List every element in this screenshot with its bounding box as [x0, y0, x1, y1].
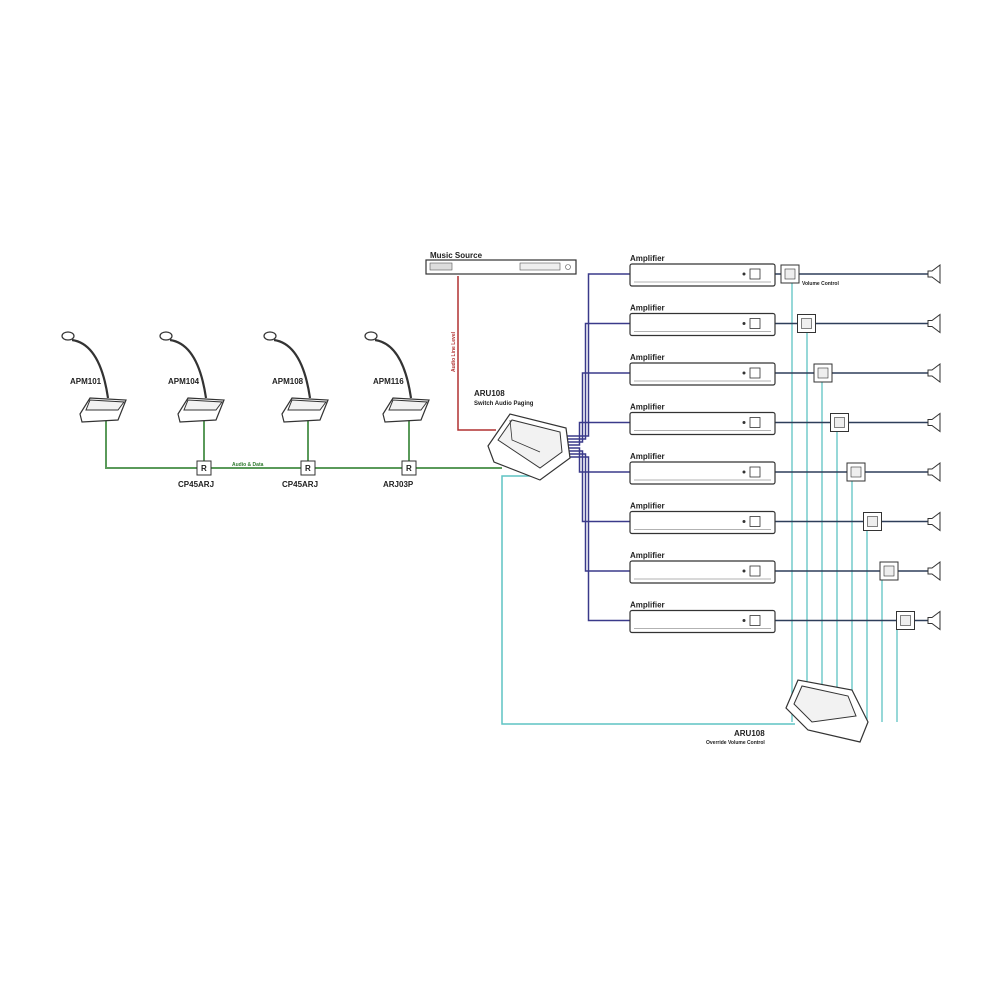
paging-station: APM108 — [263, 331, 329, 423]
switch-unit-model: ARU108 — [474, 389, 505, 398]
speakers — [927, 264, 941, 631]
override-unit-description: Override Volume Control — [706, 740, 765, 746]
connector-label: CP45ARJ — [282, 480, 318, 489]
paging-station: APM104 — [159, 331, 225, 423]
amplifier: Amplifier — [629, 601, 776, 634]
amplifier-label: Amplifier — [630, 304, 665, 313]
speaker-icon — [927, 511, 941, 532]
speaker-icon — [927, 412, 941, 433]
amplifiers: AmplifierAmplifierAmplifierAmplifierAmpl… — [629, 254, 776, 634]
speaker-cables — [775, 273, 928, 622]
speaker-icon — [927, 264, 941, 284]
audio-data-label: Audio & Data — [232, 462, 264, 468]
override-unit: ARU108 Override Volume Control — [706, 679, 869, 746]
audio-line-level-cable — [457, 276, 496, 431]
volume-control-module — [813, 363, 833, 383]
override-unit-model: ARU108 — [734, 729, 765, 738]
paging-station: APM101 — [61, 331, 127, 423]
volume-control-module — [846, 462, 866, 482]
music-source: Music Source — [425, 251, 577, 275]
amplifier-label: Amplifier — [630, 403, 665, 412]
amplifier-label: Amplifier — [630, 502, 665, 511]
amplifier: Amplifier — [629, 304, 776, 337]
audio-data-bus — [105, 420, 502, 469]
volume-controls — [780, 264, 915, 630]
amplifier-label: Amplifier — [630, 601, 665, 610]
amplifier: Amplifier — [629, 452, 776, 485]
volume-control-label: Volume Control — [802, 281, 839, 287]
override-link-cable — [501, 475, 795, 725]
paging-stations: APM101 APM104 APM108 APM116 — [61, 331, 430, 423]
amplifier: Amplifier — [629, 551, 776, 584]
amplifier-feed-cables — [565, 273, 630, 622]
volume-control-module — [780, 264, 800, 284]
speaker-icon — [927, 462, 941, 482]
paging-station-label: APM104 — [168, 377, 200, 386]
paging-station-label: APM116 — [373, 377, 404, 386]
rj45-connector: R ARJ03P — [383, 460, 417, 489]
amplifier: Amplifier — [629, 502, 776, 535]
speaker-icon — [927, 313, 941, 334]
paging-station-label: APM101 — [70, 377, 102, 386]
volume-control-module — [896, 611, 915, 630]
connector-glyph: R — [305, 464, 311, 473]
switch-unit: ARU108 Switch Audio Paging — [474, 389, 571, 481]
connectors: R CP45ARJ R CP45ARJ R ARJ03P — [178, 460, 417, 489]
amplifier: Amplifier — [629, 254, 776, 287]
connector-label: ARJ03P — [383, 480, 414, 489]
speaker-icon — [927, 610, 941, 631]
speaker-icon — [927, 363, 941, 383]
volume-control-module — [863, 512, 882, 531]
paging-station: APM116 — [364, 331, 430, 423]
audio-line-level-label: Audio Line Level — [451, 331, 457, 372]
amplifier: Amplifier — [629, 353, 776, 386]
rj45-connector: R CP45ARJ — [282, 460, 318, 489]
connector-glyph: R — [406, 464, 412, 473]
volume-control-module — [830, 413, 849, 432]
volume-control-module — [879, 561, 899, 581]
cables — [105, 273, 928, 725]
amplifier-label: Amplifier — [630, 452, 665, 461]
amplifier-label: Amplifier — [630, 254, 665, 263]
connector-glyph: R — [201, 464, 207, 473]
rj45-connector: R CP45ARJ — [178, 460, 214, 489]
volume-control-module — [797, 314, 816, 333]
music-source-label: Music Source — [430, 251, 483, 260]
amplifier: Amplifier — [629, 403, 776, 436]
speaker-icon — [927, 561, 941, 581]
paging-station-label: APM108 — [272, 377, 304, 386]
switch-unit-description: Switch Audio Paging — [474, 401, 534, 407]
connector-label: CP45ARJ — [178, 480, 214, 489]
amplifier-label: Amplifier — [630, 551, 665, 560]
amplifier-label: Amplifier — [630, 353, 665, 362]
volume-control-cables — [791, 283, 898, 722]
